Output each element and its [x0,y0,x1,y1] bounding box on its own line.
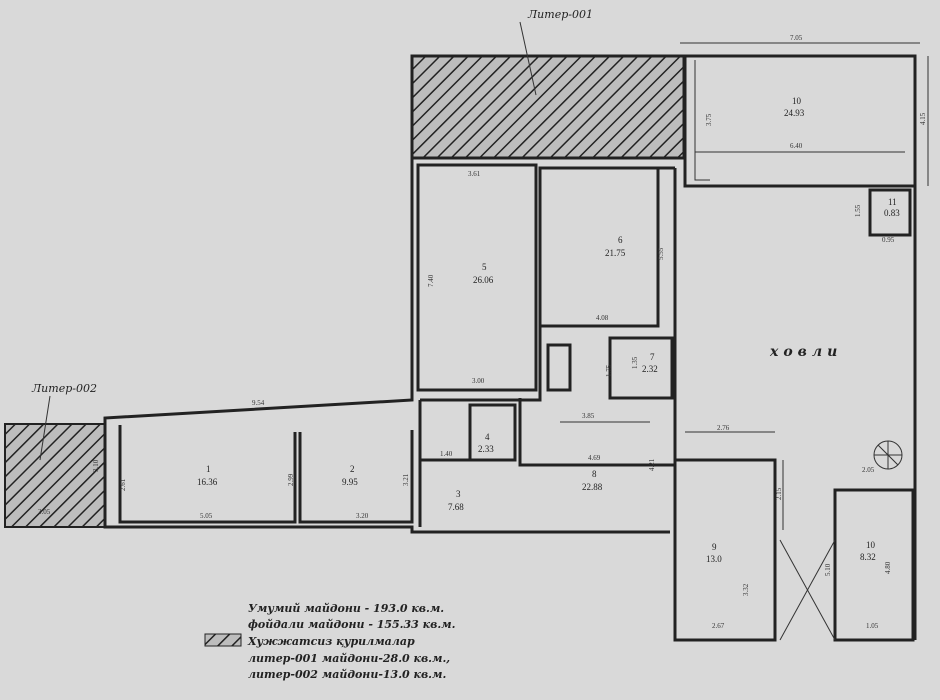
room-10b-num: 10 [866,540,876,550]
svg-text:0.95: 0.95 [882,236,895,244]
liter-002-hatch [4,423,106,528]
walls [103,54,917,642]
room-8-num: 8 [592,469,597,479]
room-9-num: 9 [712,542,717,552]
svg-text:3.61: 3.61 [468,170,481,178]
svg-text:4.08: 4.08 [596,314,609,322]
liter-001-hatch [410,54,686,160]
svg-text:4.69: 4.69 [588,454,601,462]
room-2-area: 9.95 [342,477,358,487]
svg-text:2.99: 2.99 [287,473,295,486]
room-10-num: 10 [792,96,802,106]
dimension-labels: 7.05 4.15 6.40 3.75 3.61 7.40 3.00 5.55 … [38,34,927,630]
room-4-num: 4 [485,432,490,442]
svg-text:3.05: 3.05 [38,508,51,516]
svg-text:3.20: 3.20 [356,512,369,520]
svg-text:1.55: 1.55 [854,204,862,217]
room-10-area: 24.93 [784,108,805,118]
room-6-area: 21.75 [605,248,626,258]
room-3-num: 3 [456,489,461,499]
svg-text:4.15: 4.15 [919,112,927,125]
liter-002-label: Литер-002 [31,382,97,395]
room-7-num: 7 [650,352,655,362]
svg-text:2.05: 2.05 [862,466,875,474]
room-1-area: 16.36 [197,477,218,487]
room-8-area: 22.88 [582,482,603,492]
room-labels: 1 16.36 2 9.95 3 7.68 4 2.33 5 26.06 6 2… [197,96,900,564]
svg-text:3.21: 3.21 [402,473,410,486]
room-1-num: 1 [206,464,211,474]
legend-l002: литер-002 майдони-13.0 кв.м. [248,668,446,681]
legend-hatch-swatch [204,633,242,647]
svg-text:3.32: 3.32 [742,583,750,596]
legend-useful: фойдали майдони - 155.33 кв.м. [248,618,456,631]
svg-text:2.61: 2.61 [119,478,127,491]
svg-text:3.75: 3.75 [705,113,713,126]
room-6-num: 6 [618,235,623,245]
svg-text:5.05: 5.05 [200,512,213,520]
room-9-area: 13.0 [706,554,722,564]
svg-text:5.10: 5.10 [824,563,832,576]
room-11-num: 11 [888,197,897,207]
svg-text:3.85: 3.85 [582,412,595,420]
svg-text:7.40: 7.40 [427,274,435,287]
room-10b-area: 8.32 [860,552,876,562]
svg-text:3.10: 3.10 [92,459,100,472]
liter-001-label: Литер-001 [527,8,593,21]
room-2-num: 2 [350,464,355,474]
svg-text:5.55: 5.55 [657,247,665,260]
room-7-area: 2.32 [642,364,658,374]
room-4-area: 2.33 [478,444,494,454]
room-11-area: 0.83 [884,208,900,218]
svg-text:6.40: 6.40 [790,142,803,150]
svg-text:2.76: 2.76 [717,424,730,432]
svg-text:4.80: 4.80 [884,561,892,574]
svg-text:1.05: 1.05 [866,622,879,630]
svg-text:4.21: 4.21 [648,458,656,471]
svg-text:7.05: 7.05 [790,34,803,42]
svg-text:1.75: 1.75 [605,364,613,377]
room-5-num: 5 [482,262,487,272]
svg-text:3.00: 3.00 [472,377,485,385]
legend-l001: литер-001 майдони-28.0 кв.м., [248,652,450,665]
legend-unauth: Хужжатсиз қурилмалар [247,635,415,648]
svg-text:9.54: 9.54 [252,399,265,407]
svg-text:2.67: 2.67 [712,622,725,630]
room-5-area: 26.06 [473,275,494,285]
svg-text:2.15: 2.15 [775,487,783,500]
legend: Умумий майдони - 193.0 кв.м. фойдали май… [204,602,456,681]
room-3-area: 7.68 [448,502,464,512]
svg-text:1.35: 1.35 [631,356,639,369]
svg-text:1.40: 1.40 [440,450,453,458]
legend-total: Умумий майдони - 193.0 кв.м. [248,602,444,615]
yard-label: ховли [769,344,842,360]
